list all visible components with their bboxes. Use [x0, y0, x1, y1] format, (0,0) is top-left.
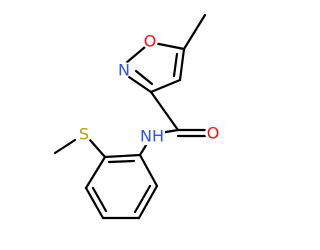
carbonyl-oxygen-label: O: [205, 124, 221, 143]
bond-c4-c5-inner: [172, 52, 179, 78]
bond-benzene-5: [137, 184, 159, 220]
bond-aryl-s: [88, 138, 107, 159]
carbonyl-oxygen-text: O: [207, 124, 220, 143]
ring-nitrogen-label: N: [116, 61, 132, 80]
atom-label-layer: O N O NH S: [76, 32, 221, 146]
bond-c3-carbonyl: [149, 90, 180, 132]
bond-c3-c4: [149, 78, 182, 94]
bond-benzene-2: [84, 155, 107, 190]
sulfur-label: S: [76, 125, 92, 144]
ring-nitrogen-text: N: [118, 61, 130, 80]
bond-o1-n2: [124, 45, 147, 65]
bond-benzene-1-inner: [107, 159, 136, 164]
ring-oxygen-label: O: [142, 32, 158, 51]
amide-nh-label: NH: [140, 127, 165, 146]
bond-benzene-1: [103, 153, 142, 159]
amide-nh-text: NH: [140, 127, 164, 146]
bond-benzene-3-inner: [91, 186, 108, 213]
bond-methyl-c5: [182, 13, 207, 51]
sulfur-text: S: [79, 125, 89, 144]
bond-benzene-3: [84, 186, 105, 220]
bond-c4-c5: [178, 47, 186, 82]
bond-n2-c3-inner: [134, 69, 154, 86]
bond-s-methyl: [53, 138, 77, 155]
ring-oxygen-text: O: [144, 32, 157, 51]
bond-layer: [53, 13, 207, 220]
bond-benzene-5-inner: [133, 184, 152, 214]
bond-n2-c3: [127, 75, 153, 94]
chemical-structure-diagram: O N O NH S: [53, 13, 221, 220]
bond-benzene-6: [138, 153, 159, 188]
bond-c5-o1: [152, 41, 186, 51]
